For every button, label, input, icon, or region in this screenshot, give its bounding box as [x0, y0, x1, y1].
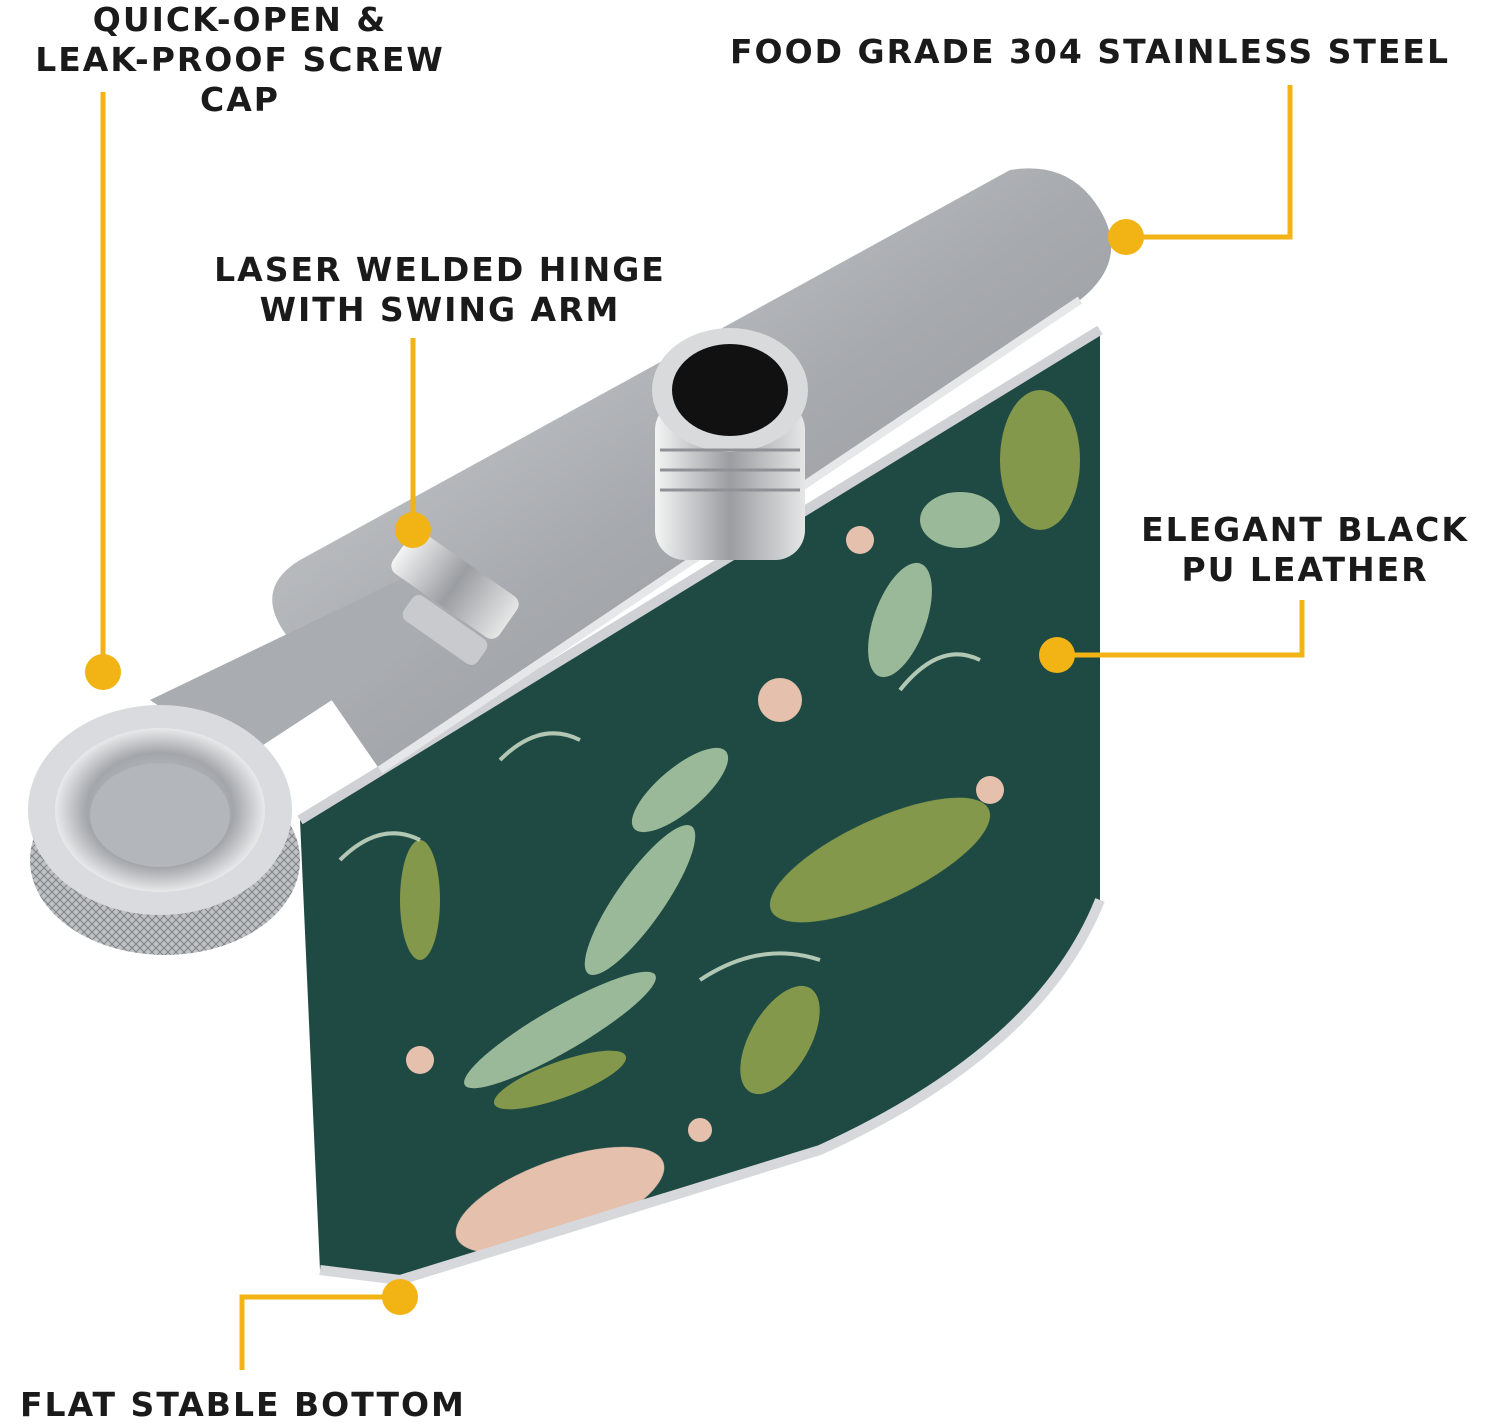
bottom-callout-line-1: FLAT STABLE BOTTOM — [20, 1385, 466, 1424]
leather-callout-dot — [1039, 637, 1075, 673]
cap-callout-line-2: LEAK-PROOF SCREW — [35, 40, 445, 79]
floral-dinosaur-pattern — [338, 390, 1080, 1254]
hinge-callout-line-1: LASER WELDED HINGE — [214, 250, 666, 289]
cap-callout-dot — [85, 654, 121, 690]
spout — [652, 328, 808, 560]
callout-lines — [100, 85, 1305, 1370]
swing-arm — [150, 570, 470, 760]
cap-callout-label: QUICK-OPEN & LEAK-PROOF SCREW CAP — [0, 0, 480, 120]
leather-wrap — [300, 330, 1100, 1280]
leather-callout-line-1: ELEGANT BLACK — [1141, 510, 1469, 549]
bottom-callout-dot — [382, 1279, 418, 1315]
steel-callout-line-1: FOOD GRADE 304 STAINLESS STEEL — [729, 32, 1451, 71]
steel-callout-dot — [1108, 219, 1144, 255]
bottom-callout-label: FLAT STABLE BOTTOM — [20, 1385, 560, 1425]
hinge-callout-dot — [395, 512, 431, 548]
leather-callout-line-2: PU LEATHER — [1181, 550, 1429, 589]
hinge — [391, 531, 519, 665]
steel-callout-label: FOOD GRADE 304 STAINLESS STEEL — [680, 32, 1500, 72]
callout-dots — [85, 219, 1144, 1315]
hinge-callout-label: LASER WELDED HINGE WITH SWING ARM — [180, 250, 700, 330]
cap-callout-line-1: QUICK-OPEN & — [92, 0, 388, 39]
cap-callout-line-3: CAP — [200, 80, 280, 119]
leather-callout-label: ELEGANT BLACK PU LEATHER — [1110, 510, 1500, 590]
screw-cap — [28, 705, 300, 955]
hinge-callout-line-2: WITH SWING ARM — [259, 290, 621, 329]
